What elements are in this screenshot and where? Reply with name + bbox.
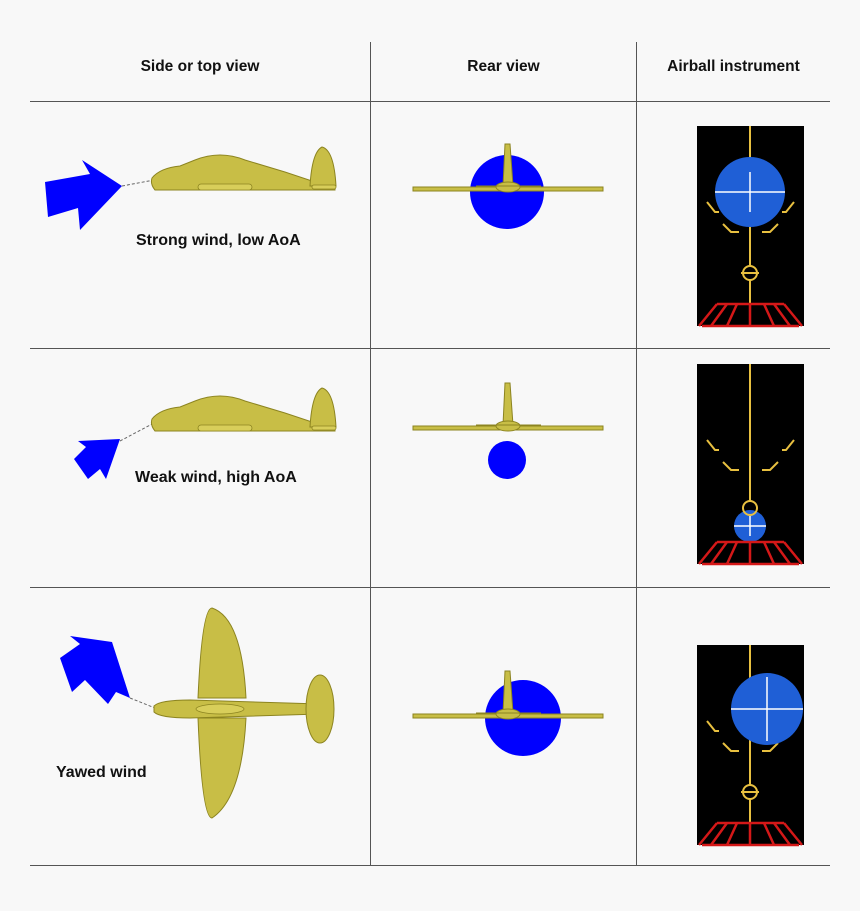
header-side-view: Side or top view [140, 58, 260, 75]
airplane-top-icon [153, 607, 335, 819]
wind-streamline [119, 422, 155, 442]
airball-circle [488, 441, 526, 479]
rear-view-row-1 [412, 143, 604, 229]
header-rear-view: Rear view [467, 58, 540, 75]
wind-streamline [121, 179, 155, 187]
column-divider [636, 42, 637, 866]
row-caption: Weak wind, high AoA [135, 469, 297, 486]
table-row-divider [30, 587, 830, 588]
airball-instrument-row-1 [697, 126, 804, 328]
top-view-row-3 [60, 607, 335, 819]
table-bottom-rule [30, 865, 830, 866]
airplane-rear-icon [412, 670, 604, 720]
row-caption: Yawed wind [56, 764, 147, 781]
airplane-rear-icon [412, 143, 604, 193]
wind-arrow-icon [60, 636, 130, 704]
wind-streamline [129, 697, 156, 709]
wind-arrow-icon [74, 439, 120, 479]
row-caption: Strong wind, low AoA [136, 232, 301, 249]
airplane-side-icon [150, 146, 337, 191]
airplane-side-icon [150, 387, 337, 432]
wind-arrow-icon [45, 160, 122, 230]
airball-instrument-row-3 [697, 645, 804, 847]
rear-view-row-2 [412, 382, 604, 479]
table-row-divider [30, 348, 830, 349]
column-divider [370, 42, 371, 866]
header-airball-instrument: Airball instrument [667, 58, 800, 75]
table-top-rule [30, 101, 830, 102]
airball-instrument-row-2 [697, 364, 804, 566]
airplane-rear-icon [412, 382, 604, 432]
rear-view-row-3 [412, 670, 604, 756]
side-view-row-1 [45, 146, 337, 230]
side-view-row-2 [74, 387, 337, 479]
